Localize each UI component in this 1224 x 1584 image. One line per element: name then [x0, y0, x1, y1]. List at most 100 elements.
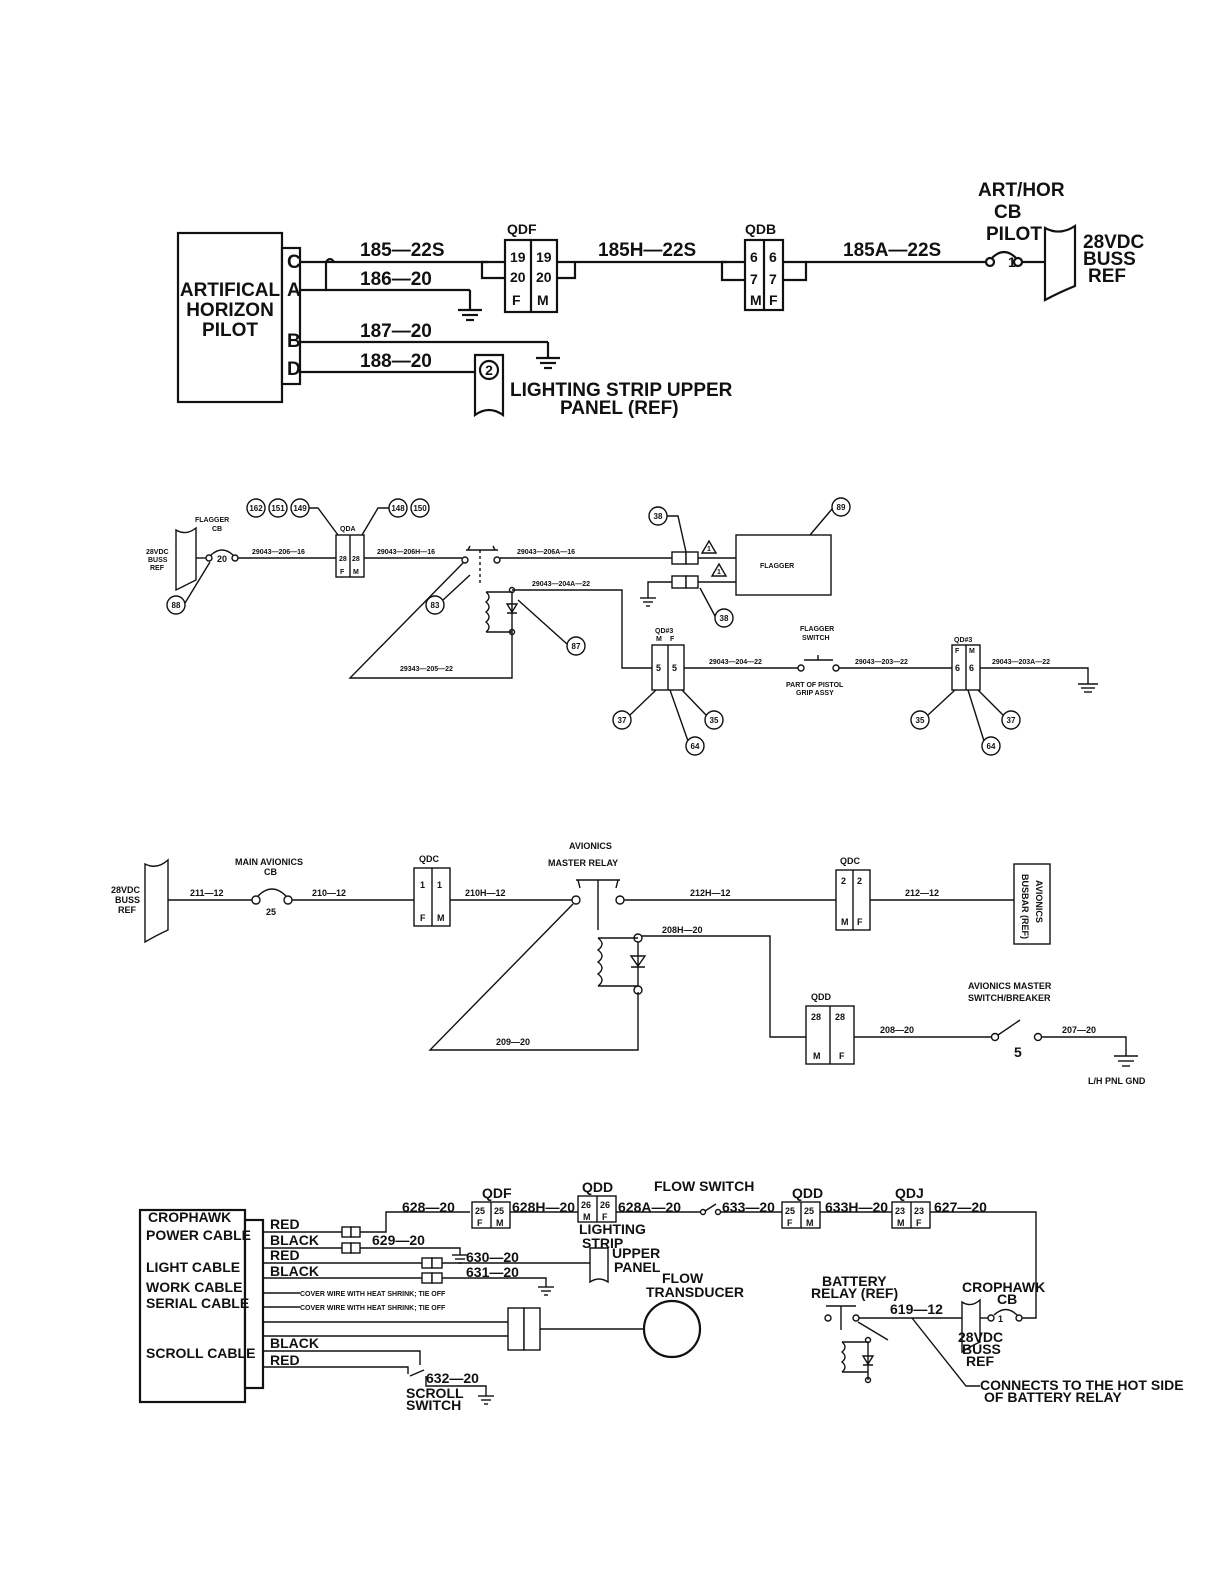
wire-29043-203a — [980, 667, 1089, 684]
wire-tick — [325, 257, 335, 263]
qdf-pin-1: 19 — [510, 249, 526, 265]
buss4-label-1: 28VDC — [958, 1329, 1003, 1345]
wire-632-label: 632—20 — [426, 1370, 479, 1386]
qdj-side-f: F — [916, 1218, 922, 1228]
ground-symbol-2 — [536, 356, 560, 370]
ground-symbol-4 — [1078, 683, 1098, 693]
qdb-pin-4: 7 — [769, 271, 777, 287]
flow-label-1: FLOW — [662, 1270, 704, 1286]
wire-185-label: 185—22S — [360, 240, 445, 261]
avionics-relay-contact — [576, 879, 620, 930]
qdd4b-pin-2: 25 — [804, 1206, 814, 1216]
art-hor-cb-rating: 1 — [1008, 254, 1016, 270]
ground-symbol-5 — [1114, 1055, 1138, 1067]
qdf-pin-4: 20 — [536, 269, 552, 285]
lighting4-label-3: UPPER — [612, 1245, 660, 1261]
wire-186-label: 186—20 — [360, 269, 432, 290]
qd3a-pin-2: 5 — [672, 663, 677, 673]
qd3b-label: QD#3 — [954, 637, 972, 644]
qdb-label: QDB — [745, 221, 776, 237]
qdc2-pin-2: 2 — [857, 876, 862, 886]
callout-89: 89 — [837, 503, 846, 512]
callout-83: 83 — [431, 601, 440, 610]
avionics-relay-coil — [596, 937, 603, 987]
flagger-relay-contact — [466, 545, 498, 551]
hot-side-leader — [911, 1317, 980, 1387]
flagger-plug-2 — [671, 575, 687, 589]
qdc1-side-m: M — [437, 913, 445, 923]
qda-pin-2: 28 — [352, 556, 360, 563]
color-red-2: RED — [270, 1247, 300, 1263]
battery-relay-label-2: RELAY (REF) — [811, 1285, 898, 1301]
flow-transducer — [642, 1299, 702, 1359]
scroll-switch — [409, 1369, 425, 1377]
qdf-side-f: F — [512, 292, 521, 308]
flagger-diagram: 28VDC BUSS REF 20 FLAGGER CB 29043—206—1… — [146, 497, 1098, 756]
avionics-diode — [629, 942, 647, 986]
buss1-label-2: BUSS — [1083, 249, 1136, 270]
wire-209 — [428, 903, 639, 1051]
connects-label-1: CONNECTS TO THE HOT SIDE — [980, 1377, 1184, 1393]
pin-b: B — [287, 331, 301, 352]
crophawk-cb-label-1: CROPHAWK — [962, 1279, 1045, 1295]
callout-162: 162 — [249, 504, 263, 513]
battery-relay-label-1: BATTERY — [822, 1273, 887, 1289]
qda-label: QDA — [340, 526, 356, 533]
flagger-switch-label-2: SWITCH — [802, 635, 830, 642]
pin-d: D — [287, 359, 301, 380]
main-avionics-cb-rating: 25 — [266, 907, 276, 917]
art-hor-cb-label-1: ART/HOR — [978, 180, 1065, 201]
buss2-label-1: 28VDC — [146, 549, 169, 556]
pistol-grip-label-1: PART OF PISTOL — [786, 682, 844, 689]
wire-208h-label: 208H—20 — [662, 925, 703, 935]
buss2-label-2: BUSS — [148, 557, 168, 564]
relay-label-2: MASTER RELAY — [548, 858, 618, 868]
qdd4a-label: QDD — [582, 1179, 613, 1195]
warning-triangle-2 — [710, 562, 728, 577]
qd3a-side-m: M — [656, 636, 662, 643]
flow-plug-1 — [507, 1307, 525, 1351]
lighting-strip-connector-4 — [589, 1247, 609, 1284]
callout-38-bottom: 38 — [720, 614, 729, 623]
qdc1-pin-1: 1 — [420, 880, 425, 890]
qda-pin-1: 28 — [339, 556, 347, 563]
qdb-side-f: F — [769, 292, 778, 308]
qdd4a-pin-1: 26 — [581, 1200, 591, 1210]
buss1-label-1: 28VDC — [1083, 232, 1145, 253]
qdc2-side-f: F — [857, 917, 863, 927]
flagger-box — [735, 534, 832, 596]
qdf-pin-2: 19 — [536, 249, 552, 265]
wire-185h-label: 185H—22S — [598, 240, 696, 261]
qdb-pin-1: 6 — [750, 249, 758, 265]
main-avionics-cb-label-1: MAIN AVIONICS — [235, 857, 303, 867]
qdb-jumper-left — [720, 260, 745, 282]
buss2-label-3: REF — [150, 565, 165, 572]
crophawk-cb-rating: 1 — [998, 1314, 1003, 1324]
color-red-1: RED — [270, 1216, 300, 1232]
wire-632 — [425, 1376, 487, 1396]
artificial-horizon-box — [176, 231, 284, 404]
callout-87: 87 — [572, 642, 581, 651]
qdc2-pin-1: 2 — [841, 876, 846, 886]
qdc2-side-m: M — [841, 917, 849, 927]
callout-2 — [478, 359, 500, 381]
flagger-relay-coil — [484, 591, 490, 633]
connects-label-2: OF BATTERY RELAY — [984, 1389, 1122, 1405]
ground-symbol-1 — [458, 308, 482, 322]
qdc1-label: QDC — [419, 854, 440, 864]
scroll-switch-label-1: SCROLL — [406, 1385, 464, 1401]
flagger-cb-symbol — [210, 549, 234, 556]
qdj-label: QDJ — [895, 1185, 924, 1201]
color-black-1: BLACK — [270, 1232, 319, 1248]
qdj-side-m: M — [897, 1218, 905, 1228]
qdc1-pin-2: 1 — [437, 880, 442, 890]
wire-29043-204-label: 29043—204—22 — [709, 659, 762, 666]
qdd-pin-1: 28 — [811, 1012, 821, 1022]
lighting4-label-1: LIGHTING — [579, 1221, 646, 1237]
avionics-busbar — [1013, 863, 1051, 945]
qdd-side-f: F — [839, 1051, 845, 1061]
wire-629 — [360, 1247, 461, 1255]
warn-2-label: 1 — [717, 569, 721, 576]
